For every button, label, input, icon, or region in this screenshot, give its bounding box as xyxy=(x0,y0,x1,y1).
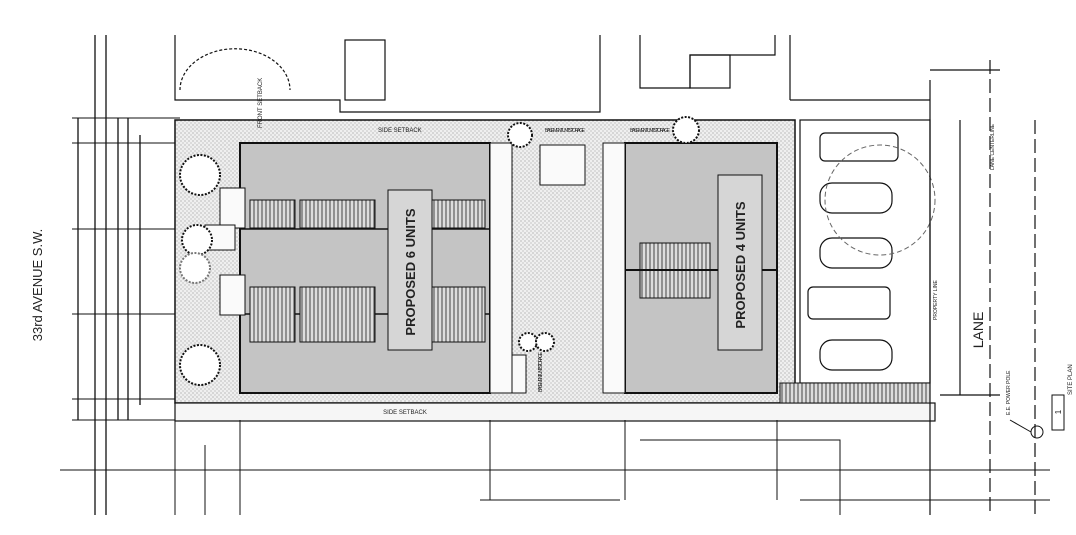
label-box-4 xyxy=(717,174,763,351)
side-setback-south: SIDE SETBACK xyxy=(383,410,427,416)
stair xyxy=(299,199,376,229)
lane-lines xyxy=(929,60,1036,515)
stair xyxy=(299,286,376,343)
stair xyxy=(249,199,296,229)
power-pole-label: E.E. POWER POLE xyxy=(1006,370,1012,415)
lane-label: LANE xyxy=(970,312,986,349)
power-pole-icon xyxy=(1030,425,1044,439)
left-dimensions xyxy=(72,117,180,421)
storage-label-c: BASEMENT UNIT STORAGE xyxy=(538,351,544,392)
bottom-dimensions xyxy=(60,420,1050,515)
stair xyxy=(429,199,486,229)
label-box-6 xyxy=(387,189,433,351)
walkway xyxy=(602,142,626,394)
lane-centerline-label: LANE CENTERLINE xyxy=(990,123,996,170)
svg-text:1: 1 xyxy=(1054,409,1063,414)
svg-text:SITE PLAN: SITE PLAN xyxy=(1068,364,1074,395)
storage-box xyxy=(539,144,586,186)
south-walkway xyxy=(174,402,936,422)
street-edge-lines xyxy=(77,35,141,515)
building-6-label: PROPOSED 6 UNITS xyxy=(403,208,418,335)
side-setback-north: SIDE SETBACK xyxy=(378,128,422,134)
neighbour-outlines xyxy=(174,35,1000,120)
street-label: 33rd AVENUE S.W. xyxy=(30,229,45,341)
building-4-label: PROPOSED 4 UNITS xyxy=(733,201,748,328)
site-plan-tag: 1 SITE PLAN xyxy=(1051,364,1074,431)
building-6-units xyxy=(239,142,491,394)
storage-label-b: BASEMENT UNIT STORAGE xyxy=(630,128,671,134)
front-yard xyxy=(204,187,246,316)
property-line-label: PROPERTY LINE xyxy=(933,280,939,320)
front-setback: FRONT SETBACK xyxy=(258,78,264,128)
parked-cars xyxy=(807,132,899,371)
walkway xyxy=(489,142,513,394)
stair xyxy=(429,286,486,343)
trees xyxy=(179,116,700,386)
storage-label-a: BASEMENT UNIT STORAGE xyxy=(545,128,586,134)
storage-box xyxy=(511,354,527,394)
stair xyxy=(249,286,296,343)
